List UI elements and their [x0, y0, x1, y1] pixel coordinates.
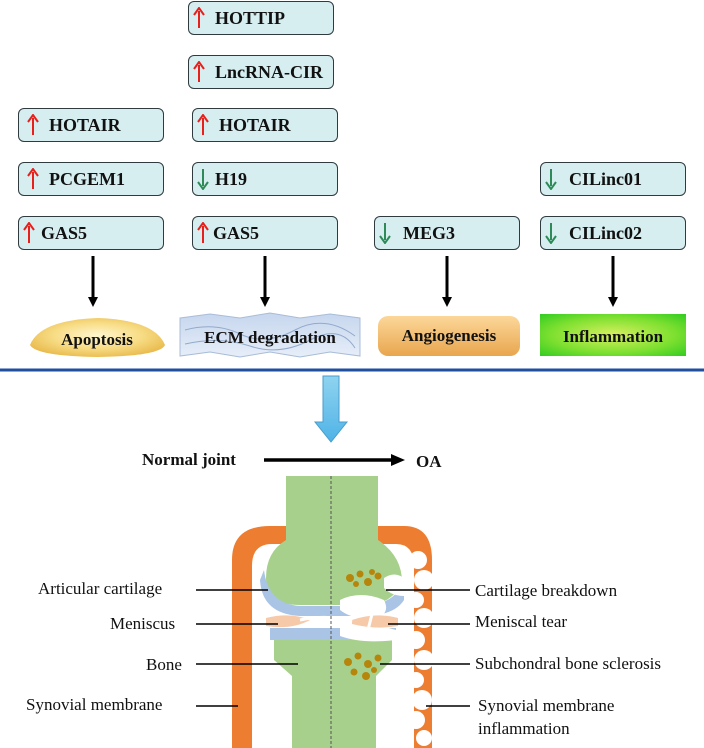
gene-box-hotair-apoptosis: HOTAIR: [18, 108, 164, 142]
synovial-capsule: [232, 526, 432, 748]
apoptosis-shape: [30, 318, 165, 357]
process-arrows: [30, 256, 686, 358]
process-angiogenesis: Angiogenesis: [401, 326, 497, 345]
subchondral-lesions: [344, 652, 382, 680]
process-inflammation: Inflammation: [562, 327, 664, 346]
gene-label: MEG3: [403, 222, 455, 243]
gene-label: GAS5: [213, 222, 260, 243]
gene-label: CILinc01: [569, 168, 643, 189]
label-subchondral-sclerosis: Subchondral bone sclerosis: [475, 654, 662, 673]
label-bone: Bone: [146, 655, 182, 674]
gene-box-hottip: HOTTIP: [188, 1, 334, 35]
angiogenesis-shape: [378, 316, 520, 356]
label-synovial-membrane: Synovial membrane: [26, 695, 163, 714]
meniscus-right-torn: [352, 615, 398, 628]
gene-label: LncRNA-CIR: [215, 61, 323, 82]
inflammation-shape: [540, 314, 686, 356]
gene-label: HOTAIR: [219, 114, 291, 135]
gene-label: CILinc02: [569, 222, 643, 243]
up-arrow-icon: [23, 222, 35, 243]
gene-label: H19: [215, 168, 248, 189]
gene-box-cilinc01: CILinc01: [540, 162, 686, 196]
label-synovial-inflammation-line1: Synovial membrane: [478, 696, 615, 715]
blue-down-arrow-icon: [313, 375, 349, 443]
gene-box-h19: H19: [192, 162, 338, 196]
gene-box-lncrna-cir: LncRNA-CIR: [188, 55, 334, 89]
label-meniscus: Meniscus: [110, 614, 176, 633]
process-apoptosis: Apoptosis: [61, 330, 133, 349]
up-arrow-icon: [197, 114, 209, 135]
upper-cartilage: [260, 570, 404, 616]
gene-box-meg3: MEG3: [374, 216, 520, 250]
up-arrow-icon: [27, 114, 39, 135]
gene-label: HOTAIR: [49, 114, 121, 135]
label-cartilage-breakdown: Cartilage breakdown: [475, 581, 618, 600]
gene-label: HOTTIP: [215, 7, 286, 28]
upper-bone: [266, 476, 402, 605]
down-arrow-icon: [379, 223, 391, 244]
up-arrow-icon: [193, 61, 205, 82]
meniscal-tear-mark: [366, 613, 374, 631]
gene-box-pcgem1: PCGEM1: [18, 162, 164, 196]
gene-box-gas5-apoptosis: GAS5: [18, 216, 164, 250]
ecm-fibers: [184, 322, 356, 351]
synovial-inflammation-blobs: [407, 551, 434, 746]
gene-box-hotair-ecm: HOTAIR: [192, 108, 338, 142]
label-synovial-inflammation-line2: inflammation: [478, 719, 570, 738]
gene-box-cilinc02: CILinc02: [540, 216, 686, 250]
down-arrow-icon: [545, 223, 557, 244]
label-articular-cartilage: Articular cartilage: [38, 579, 163, 598]
meniscus-left: [266, 615, 310, 628]
joint-space: [299, 615, 353, 624]
up-arrow-icon: [197, 222, 209, 243]
normal-joint-label: Normal joint: [142, 450, 236, 469]
gene-box-gas5-ecm: GAS5: [192, 216, 338, 250]
cartilage-lesions: [346, 569, 382, 587]
label-meniscal-tear: Meniscal tear: [475, 612, 568, 631]
oa-label: OA: [416, 452, 442, 471]
up-arrow-icon: [27, 168, 39, 189]
process-ecm-degradation: ECM degradation: [204, 328, 336, 347]
up-arrow-icon: [193, 7, 205, 28]
down-arrow-icon: [545, 169, 557, 190]
down-arrow-icon: [197, 169, 209, 190]
gene-label: PCGEM1: [49, 168, 125, 189]
lower-bone: [274, 636, 392, 748]
gene-label: GAS5: [41, 222, 88, 243]
